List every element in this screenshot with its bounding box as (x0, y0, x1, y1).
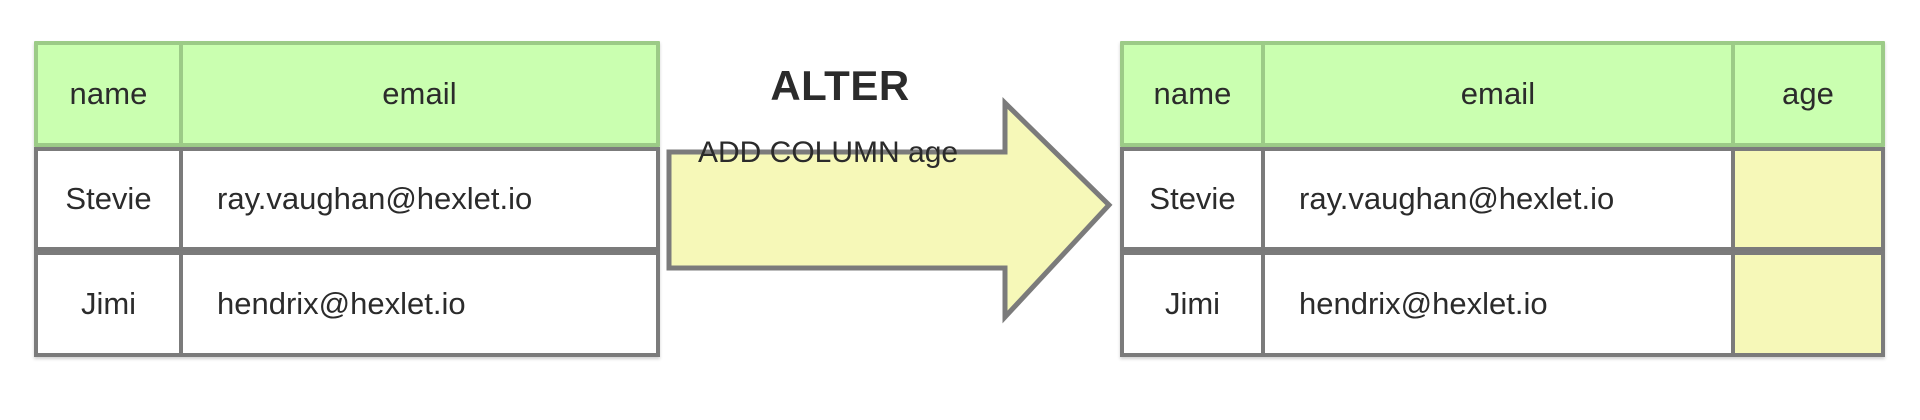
right-arrow-shape (666, 97, 1113, 324)
after-table-row: Stevie ray.vaughan@hexlet.io (1120, 147, 1885, 251)
after-table-header-email: email (1265, 45, 1731, 143)
after-cell-email-0: ray.vaughan@hexlet.io (1265, 151, 1731, 247)
after-cell-name-1: Jimi (1124, 255, 1261, 353)
before-cell-name-0: Stevie (38, 151, 179, 247)
before-table-header-email: email (183, 45, 656, 143)
after-cell-age-1 (1735, 255, 1881, 353)
right-arrow-icon: ADD COLUMN age (660, 90, 1120, 330)
before-table-row: Jimi hendrix@hexlet.io (34, 251, 660, 357)
after-table-header-row: name email age (1120, 41, 1885, 147)
after-table-row: Jimi hendrix@hexlet.io (1120, 251, 1885, 357)
before-cell-email-1: hendrix@hexlet.io (183, 255, 656, 353)
before-cell-name-1: Jimi (38, 255, 179, 353)
after-cell-name-0: Stevie (1124, 151, 1261, 247)
after-table-header-name: name (1124, 45, 1261, 143)
after-table-header-age: age (1735, 45, 1881, 143)
after-cell-age-0 (1735, 151, 1881, 247)
before-table-row: Stevie ray.vaughan@hexlet.io (34, 147, 660, 251)
before-cell-email-0: ray.vaughan@hexlet.io (183, 151, 656, 247)
after-cell-email-1: hendrix@hexlet.io (1265, 255, 1731, 353)
alter-title: ALTER (770, 62, 910, 109)
before-table-header-name: name (38, 45, 179, 143)
before-table-header-row: name email (34, 41, 660, 147)
